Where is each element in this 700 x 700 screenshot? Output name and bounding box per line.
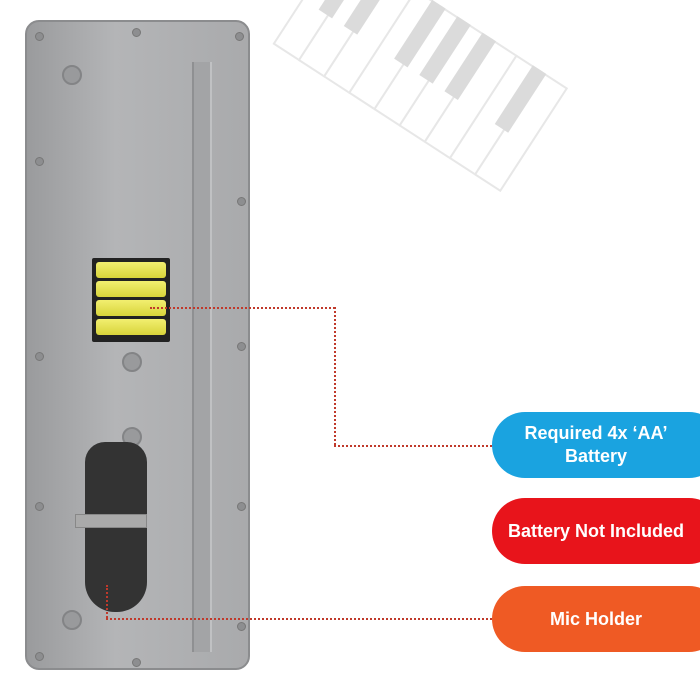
- battery-compartment: [92, 258, 170, 342]
- battery-required-label: Required 4x ‘AA’ Battery: [492, 412, 700, 478]
- mic-holder-label: Mic Holder: [492, 586, 700, 652]
- mic-holder-clip: [75, 514, 147, 528]
- battery-not-included-label: Battery Not Included: [492, 498, 700, 564]
- keyboard-back-panel: [25, 20, 250, 670]
